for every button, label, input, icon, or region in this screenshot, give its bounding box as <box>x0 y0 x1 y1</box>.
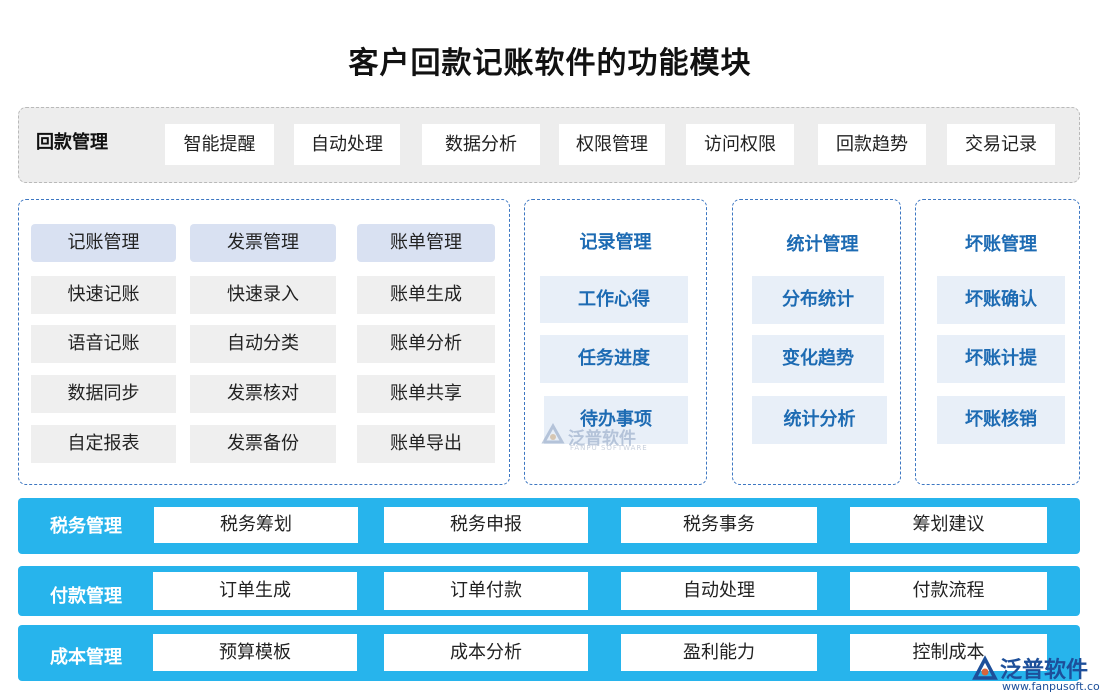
brand-logo-icon <box>972 655 998 680</box>
band-item: 盈利能力 <box>621 634 817 671</box>
brand-logo-url: www.fanpusoft.com <box>1002 680 1100 693</box>
band-item: 订单付款 <box>384 572 588 610</box>
band-item: 付款流程 <box>850 572 1047 610</box>
bad-debt-item: 坏账确认 <box>937 276 1065 324</box>
watermark-text: 泛普软件 <box>568 429 636 449</box>
diagram-title: 客户回款记账软件的功能模块 <box>348 46 752 81</box>
top-item: 回款趋势 <box>818 124 926 165</box>
stats-item: 分布统计 <box>752 276 884 324</box>
stats-panel-title: 统计管理 <box>786 234 859 255</box>
watermark-logo-icon <box>541 422 565 444</box>
list-item: 发票备份 <box>190 425 336 463</box>
bad-debt-panel-title: 坏账管理 <box>965 234 1037 255</box>
top-item: 交易记录 <box>947 124 1055 165</box>
list-item: 账单导出 <box>357 425 495 463</box>
watermark-subtext: FANPU SOFTWARE <box>570 444 648 452</box>
band-item: 预算模板 <box>153 634 357 671</box>
list-item: 发票核对 <box>190 375 336 413</box>
brand-logo: 泛普软件 www.fanpusoft.com <box>968 652 1100 698</box>
list-item: 账单分析 <box>357 325 495 363</box>
band-label-payment: 付款管理 <box>50 586 122 607</box>
list-item: 账单共享 <box>357 375 495 413</box>
column-header-bookkeeping: 记账管理 <box>31 224 176 262</box>
list-item: 自定报表 <box>31 425 176 463</box>
bad-debt-item: 坏账计提 <box>937 335 1065 383</box>
band-item: 税务事务 <box>621 507 817 543</box>
list-item: 自动分类 <box>190 325 336 363</box>
top-row-label: 回款管理 <box>36 132 108 153</box>
record-item: 工作心得 <box>540 276 688 323</box>
top-item: 访问权限 <box>686 124 794 165</box>
stats-item: 统计分析 <box>752 396 887 444</box>
band-item: 控制成本 <box>850 634 1047 671</box>
stats-item: 变化趋势 <box>752 335 884 383</box>
list-item: 快速录入 <box>190 276 336 314</box>
band-label-tax: 税务管理 <box>50 516 122 537</box>
band-item: 税务申报 <box>384 507 588 543</box>
bad-debt-item: 坏账核销 <box>937 396 1065 444</box>
list-item: 账单生成 <box>357 276 495 314</box>
record-panel-title: 记录管理 <box>579 232 652 253</box>
list-item: 语音记账 <box>31 325 176 363</box>
top-item: 数据分析 <box>422 124 540 165</box>
band-item: 成本分析 <box>384 634 588 671</box>
brand-logo-text: 泛普软件 <box>1000 658 1089 683</box>
watermark: 泛普软件 FANPU SOFTWARE <box>540 422 647 452</box>
band-item: 订单生成 <box>153 572 357 610</box>
band-item: 筹划建议 <box>850 507 1047 543</box>
column-header-bill: 账单管理 <box>357 224 495 262</box>
record-item: 任务进度 <box>540 335 688 383</box>
list-item: 数据同步 <box>31 375 176 413</box>
record-item: 待办事项 <box>544 396 688 444</box>
top-item: 权限管理 <box>559 124 665 165</box>
band-item: 自动处理 <box>621 572 817 610</box>
column-header-invoice: 发票管理 <box>190 224 336 262</box>
top-item: 智能提醒 <box>165 124 274 165</box>
band-label-cost: 成本管理 <box>50 647 122 668</box>
top-item: 自动处理 <box>294 124 400 165</box>
band-item: 税务筹划 <box>154 507 358 543</box>
list-item: 快速记账 <box>31 276 176 314</box>
